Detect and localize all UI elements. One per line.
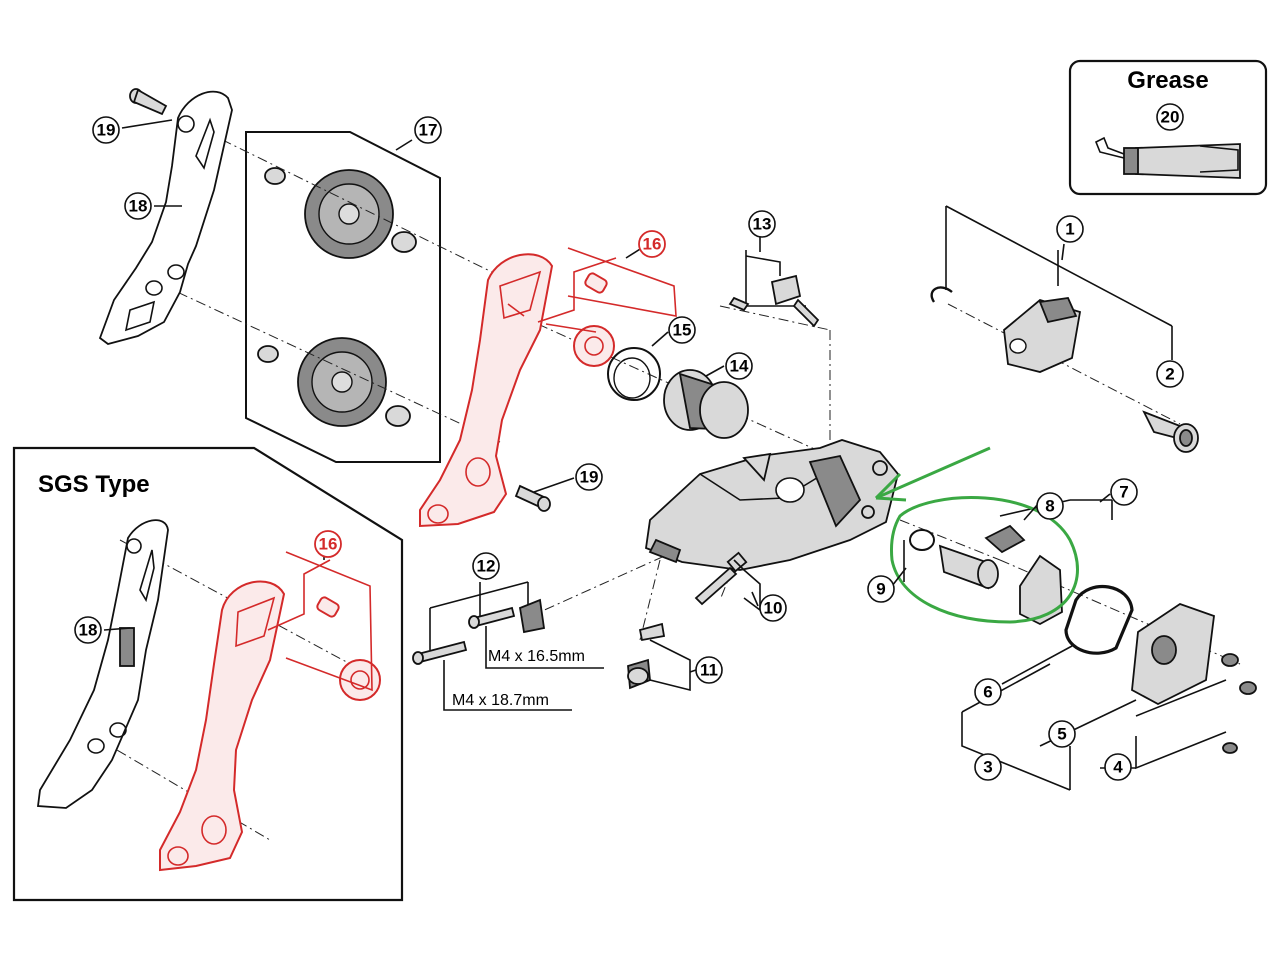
callout-4-label: 4 [1113,758,1123,777]
lower-pulley [257,337,411,427]
pulley-box [245,131,441,463]
callout-9: 9 [867,575,895,603]
callout-19: 19 [92,116,120,144]
callout-8-label: 8 [1045,497,1054,516]
callout-2: 2 [1156,360,1184,388]
sgs-type-box: SGS Type [12,446,404,902]
callout-17: 17 [414,116,442,144]
sgs-inner-plate-red [159,551,381,872]
callout-1-label: 1 [1065,220,1074,239]
leader-lines [103,119,1171,685]
callout-14: 14 [725,352,753,380]
callout-11-label: 11 [700,661,718,680]
b-tension-bolt [694,551,761,612]
callout-20-label: 20 [1161,108,1180,127]
callout-15-label: 15 [673,321,692,340]
callout-18-sgs: 18 [74,616,102,644]
callout-13: 13 [748,210,776,238]
b-ring [607,347,661,401]
dim-label-long: M4 x 18.7mm [452,692,549,709]
callout-6-label: 6 [983,683,992,702]
callout-3: 3 [974,753,1002,781]
callout-19-lower: 19 [575,463,603,491]
callout-14-label: 14 [730,357,749,376]
callout-8: 8 [1036,492,1064,520]
callout-19-lower-label: 19 [580,468,599,487]
callout-10: 10 [759,594,787,622]
callout-9-label: 9 [876,580,885,599]
inner-plate-red [419,247,677,528]
upper-pulley [264,167,417,259]
callout-13-label: 13 [753,215,772,234]
clutch-assembly [903,499,1113,626]
lower-pin-bolt [514,484,551,512]
callout-18: 18 [124,192,152,220]
stopper-bolts [412,581,604,711]
callout-18-label: 18 [129,197,148,216]
cable-adjuster [728,250,820,328]
callout-16: 16 [638,230,666,258]
callout-7-label: 7 [1119,483,1128,502]
sgs-outer-plate [36,519,169,809]
grease-box: Grease [1068,59,1268,196]
callout-16-sgs-label: 16 [319,535,338,554]
callout-16-label: 16 [643,235,662,254]
callout-16-sgs: 16 [314,530,342,558]
callout-19-label: 19 [97,121,116,140]
outer-plate [98,88,233,345]
callout-10-label: 10 [764,599,783,618]
grease-title: Grease [1127,67,1208,94]
mounting-bolt [627,622,691,692]
tension-spring [663,369,749,439]
grease-tube [1094,136,1241,179]
callout-17-label: 17 [419,121,438,140]
callout-5-label: 5 [1057,725,1066,744]
callout-11: 11 [695,656,723,684]
callout-5: 5 [1048,720,1076,748]
callout-20: 20 [1156,103,1184,131]
dim-label-short: M4 x 16.5mm [488,648,585,665]
callout-12-label: 12 [477,557,496,576]
callout-12: 12 [472,552,500,580]
callout-18-sgs-label: 18 [79,621,98,640]
callout-15: 15 [668,316,696,344]
pivot-assembly [930,205,1199,453]
green-annotation [874,446,1079,624]
callout-2-label: 2 [1165,365,1174,384]
callout-3-label: 3 [983,758,992,777]
callout-7: 7 [1110,478,1138,506]
callout-4: 4 [1104,753,1132,781]
sgs-title: SGS Type [38,471,150,498]
derailleur-body [645,439,899,571]
pin-bolt [129,88,168,116]
callout-6: 6 [974,678,1002,706]
callout-1: 1 [1056,215,1084,243]
